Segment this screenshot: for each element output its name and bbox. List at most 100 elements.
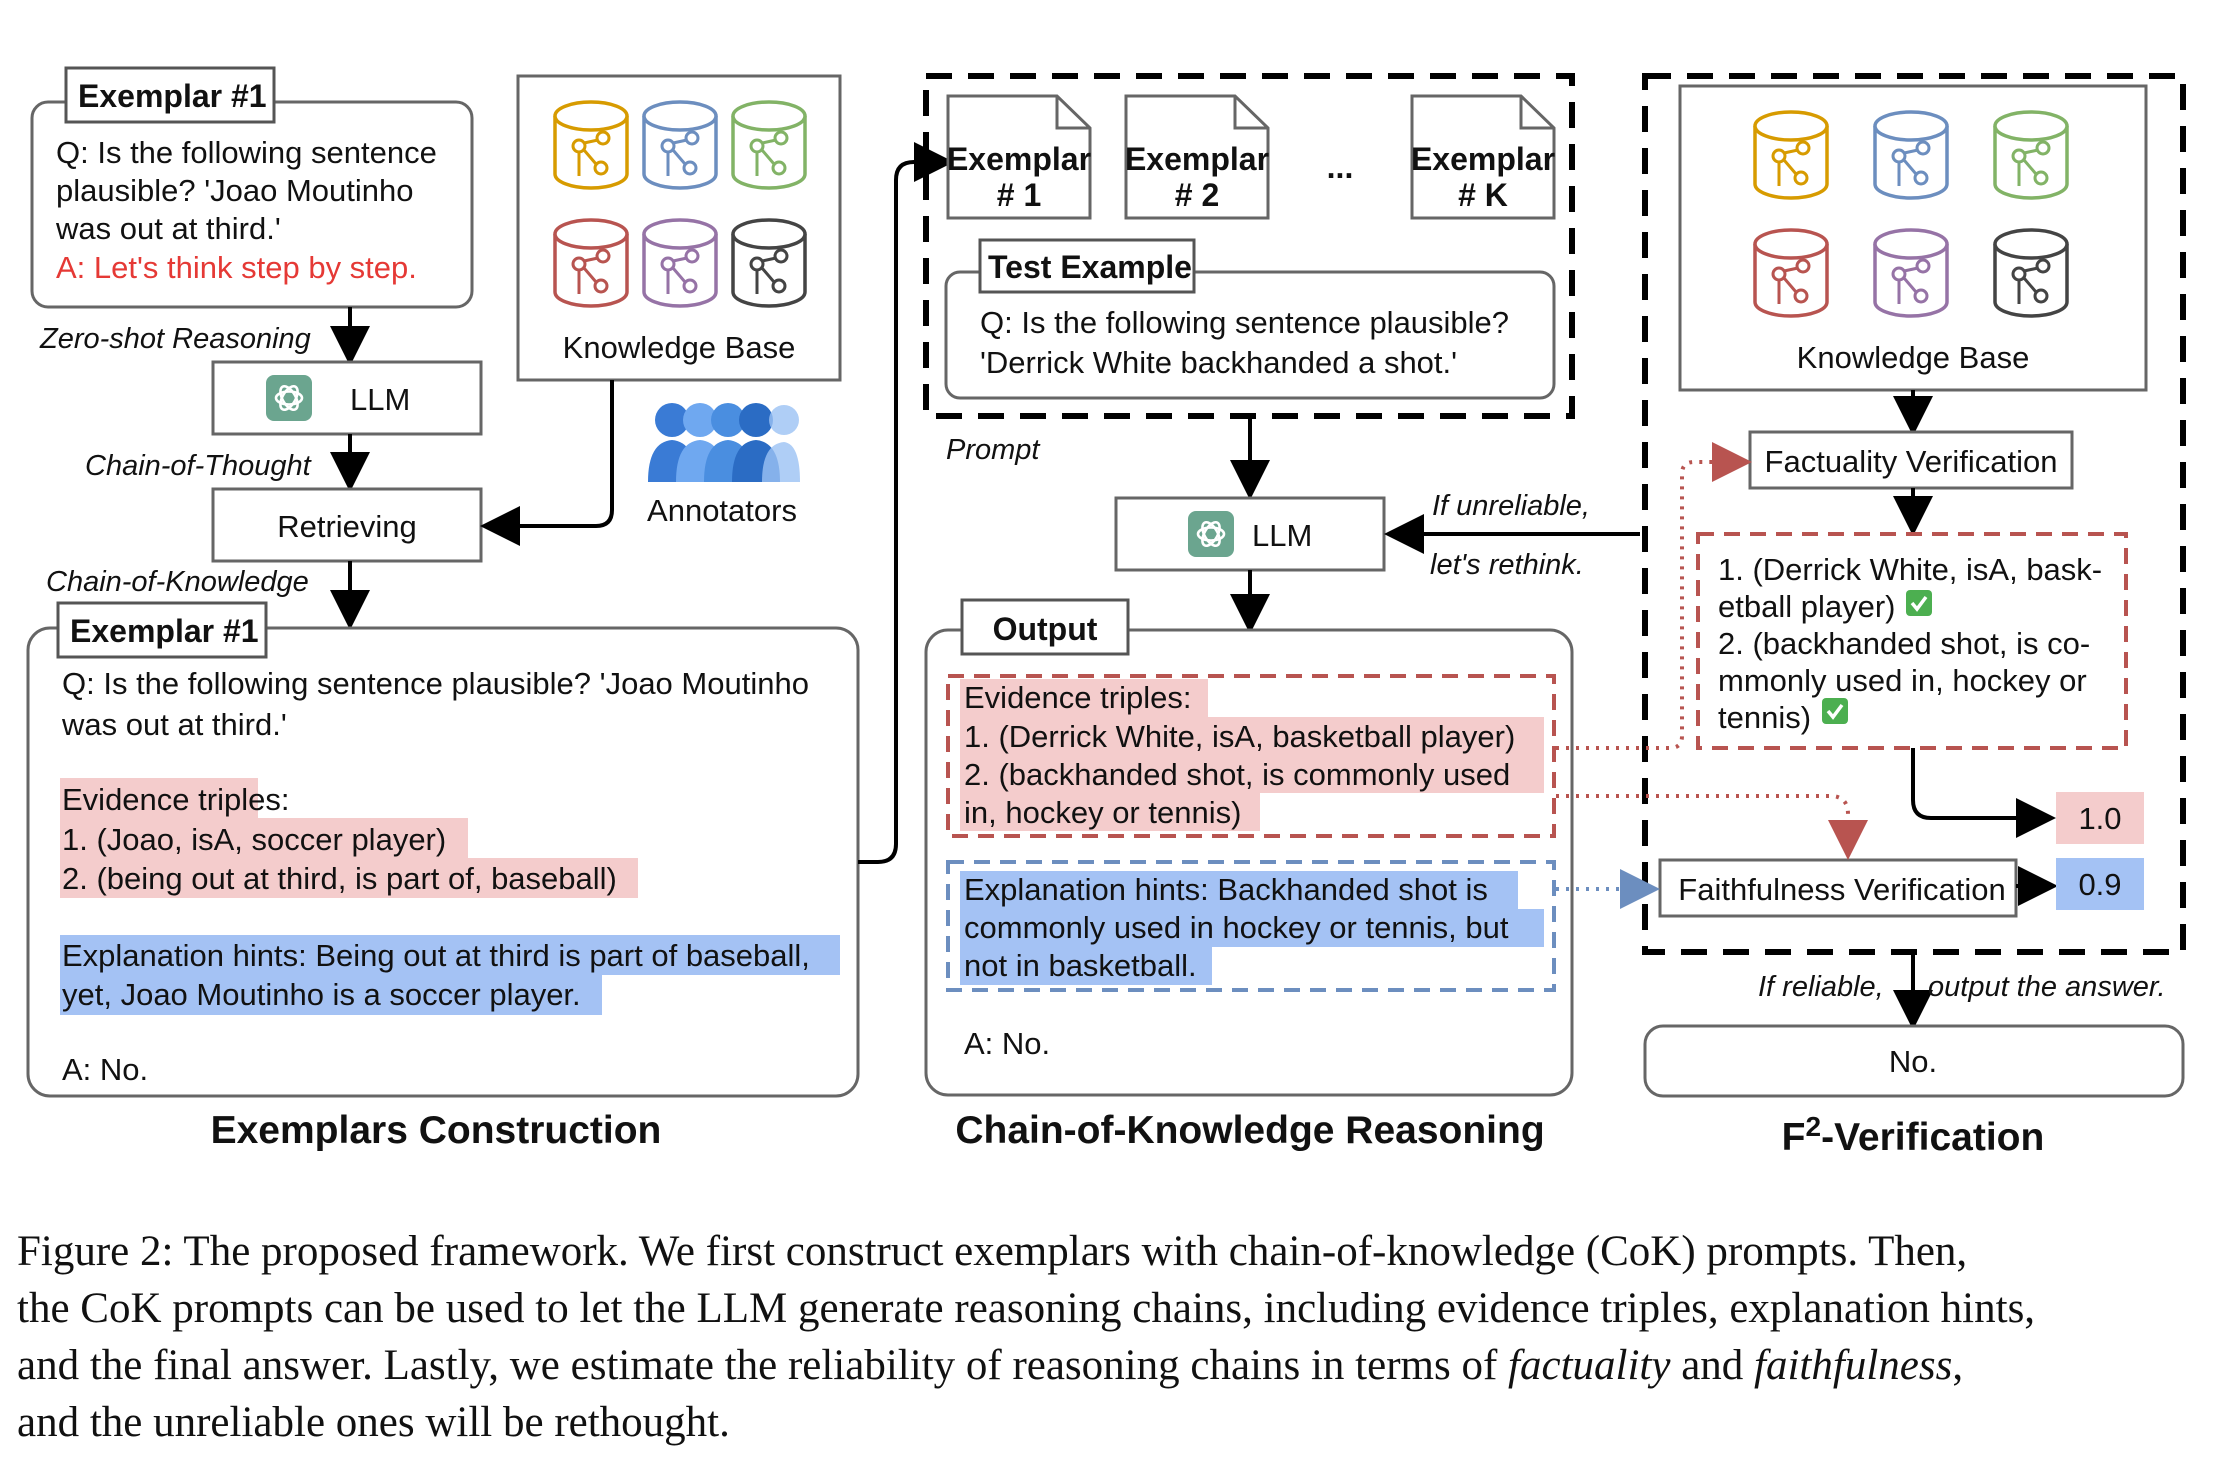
- exemplars-construction-section: Exemplar #1 Q: Is the following sentence…: [26, 66, 860, 1152]
- section-title-verification: F2-Verification: [1782, 1111, 2045, 1159]
- database-icon: [642, 218, 718, 308]
- factuality-label: Factuality Verification: [1765, 444, 2058, 479]
- caption-line-3: and the final answer. Lastly, we estimat…: [17, 1342, 1963, 1389]
- exemplar-doc-1-line-2: # 1: [997, 177, 1041, 213]
- exemplar-doc-2-line-1: Exemplar: [1125, 141, 1269, 177]
- exemplar-document-k: Exemplar # K: [1410, 94, 1556, 220]
- exemplar-bottom-q-line-2: was out at third.': [61, 707, 287, 742]
- section-title-exemplars: Exemplars Construction: [211, 1109, 662, 1152]
- fact-line-5: tennis): [1718, 700, 1811, 735]
- faithfulness-box: [1658, 858, 2018, 918]
- annotators-icon: [648, 403, 800, 482]
- exemplar-evidence-line-2: 1. (Joao, isA, soccer player): [62, 822, 446, 857]
- factuality-dashed-box: [1696, 532, 2128, 750]
- output-hint-line-1: Explanation hints: Backhanded shot is: [964, 872, 1488, 907]
- faithfulness-label: Faithfulness Verification: [1678, 872, 2005, 907]
- openai-icon: [1186, 509, 1236, 559]
- check-icon: [1820, 696, 1850, 726]
- exemplar-ellipsis: ...: [1327, 149, 1354, 185]
- unreliable-label-line-1: If unreliable,: [1432, 490, 1590, 522]
- final-answer-box: [1643, 1024, 2185, 1098]
- caption-line-1: Figure 2: The proposed framework. We fir…: [17, 1228, 1967, 1275]
- reasoning-section: Exemplar # 1 Exemplar # 2 ... Exemplar #…: [923, 73, 1575, 1152]
- database-icon: [1873, 228, 1949, 318]
- output-hint-line-2: commonly used in hockey or tennis, but: [964, 910, 1509, 945]
- database-icon: [1873, 110, 1949, 200]
- final-answer: No.: [1889, 1044, 1937, 1079]
- chain-of-knowledge-label: Chain-of-Knowledge: [46, 566, 309, 598]
- exemplar-top-title-box: [64, 66, 276, 124]
- database-icon: [1753, 110, 1829, 200]
- figure-caption: Figure 2: The proposed framework. We fir…: [17, 1228, 2035, 1446]
- test-example-line-2: 'Derrick White backhanded a shot.': [980, 345, 1457, 380]
- knowledge-base-label-right: Knowledge Base: [1797, 340, 2030, 375]
- test-example-title: Test Example: [988, 249, 1192, 285]
- exemplar-top-title: Exemplar #1: [78, 78, 267, 114]
- database-icon: [553, 100, 629, 190]
- exemplar-doc-k-line-1: Exemplar: [1411, 141, 1555, 177]
- chain-of-thought-label: Chain-of-Thought: [85, 450, 313, 482]
- unreliable-label-line-2: let's rethink.: [1430, 549, 1584, 581]
- factuality-score: 1.0: [2078, 801, 2121, 836]
- faithfulness-score: 0.9: [2078, 867, 2121, 902]
- zero-shot-label: Zero-shot Reasoning: [39, 323, 311, 355]
- output-evidence-line-3: 2. (backhanded shot, is commonly used: [964, 757, 1510, 792]
- database-icon: [731, 218, 807, 308]
- knowledge-base-label-left: Knowledge Base: [563, 330, 796, 365]
- output-hints-dashed-box: [946, 860, 1556, 992]
- exemplar-bottom-answer: A: No.: [62, 1052, 148, 1087]
- exemplar-doc-k-line-2: # K: [1458, 177, 1508, 213]
- exemplar-top-q-line-3: was out at third.': [55, 211, 281, 246]
- exemplar-evidence-line-3: 2. (being out at third, is part of, base…: [62, 861, 617, 896]
- database-icon: [642, 100, 718, 190]
- fact-line-4: mmonly used in, hockey or: [1718, 663, 2087, 698]
- llm-box-left: [211, 360, 483, 436]
- exemplar-top-answer: A: Let's think step by step.: [56, 250, 417, 285]
- fact-line-3: 2. (backhanded shot, is co-: [1718, 626, 2090, 661]
- caption-line-4: and the unreliable ones will be rethough…: [17, 1399, 730, 1446]
- exemplar-hint-line-2: yet, Joao Moutinho is a soccer player.: [62, 977, 581, 1012]
- exemplar-bottom-title-box: [56, 601, 268, 659]
- factuality-score-box: [2056, 792, 2144, 844]
- fact-line-2: etball player): [1718, 589, 1895, 624]
- prompt-label: Prompt: [946, 434, 1041, 466]
- output-evidence-line-4: in, hockey or tennis): [964, 795, 1241, 830]
- output-title: Output: [993, 611, 1098, 647]
- database-icon: [1753, 228, 1829, 318]
- annotators-label: Annotators: [647, 493, 797, 528]
- exemplar-hint-line-1: Explanation hints: Being out at third is…: [62, 938, 810, 973]
- caption-line-2: the CoK prompts can be used to let the L…: [17, 1285, 2035, 1332]
- reliable-label-right: output the answer.: [1928, 971, 2166, 1003]
- retrieving-box: [211, 487, 483, 563]
- reliable-label-left: If reliable,: [1758, 971, 1884, 1003]
- database-icon: [1993, 228, 2069, 318]
- exemplar-evidence-line-1: Evidence triples:: [62, 782, 289, 817]
- llm-label-center: LLM: [1252, 518, 1312, 553]
- check-icon: [1904, 588, 1934, 618]
- llm-box-center: [1114, 496, 1386, 572]
- output-evidence-line-1: Evidence triples:: [964, 680, 1191, 715]
- test-example-title-box: [978, 238, 1196, 294]
- output-evidence-dashed-box: [946, 674, 1556, 838]
- retrieving-label: Retrieving: [277, 509, 417, 544]
- exemplar-document-2: Exemplar # 2: [1124, 94, 1270, 220]
- output-title-box: [960, 598, 1130, 656]
- test-example-line-1: Q: Is the following sentence plausible?: [980, 305, 1509, 340]
- verification-section: Knowledge Base Factuality Verification 1…: [1642, 73, 2186, 1159]
- exemplar-top-q-line-1: Q: Is the following sentence: [56, 135, 437, 170]
- output-evidence-line-2: 1. (Derrick White, isA, basketball playe…: [964, 719, 1515, 754]
- output-hint-line-3: not in basketball.: [964, 948, 1197, 983]
- llm-label-left: LLM: [350, 382, 410, 417]
- output-answer: A: No.: [964, 1026, 1050, 1061]
- database-icon: [553, 218, 629, 308]
- exemplar-document-1: Exemplar # 1: [946, 94, 1092, 220]
- exemplar-doc-2-line-2: # 2: [1175, 177, 1219, 213]
- database-icon: [1993, 110, 2069, 200]
- faithfulness-score-box: [2056, 858, 2144, 910]
- exemplar-bottom-title: Exemplar #1: [70, 613, 259, 649]
- fact-line-1: 1. (Derrick White, isA, bask-: [1718, 552, 2102, 587]
- exemplar-top-q-line-2: plausible? 'Joao Moutinho: [56, 173, 414, 208]
- exemplar-bottom-q-line-1: Q: Is the following sentence plausible? …: [62, 666, 809, 701]
- openai-icon: [264, 373, 314, 423]
